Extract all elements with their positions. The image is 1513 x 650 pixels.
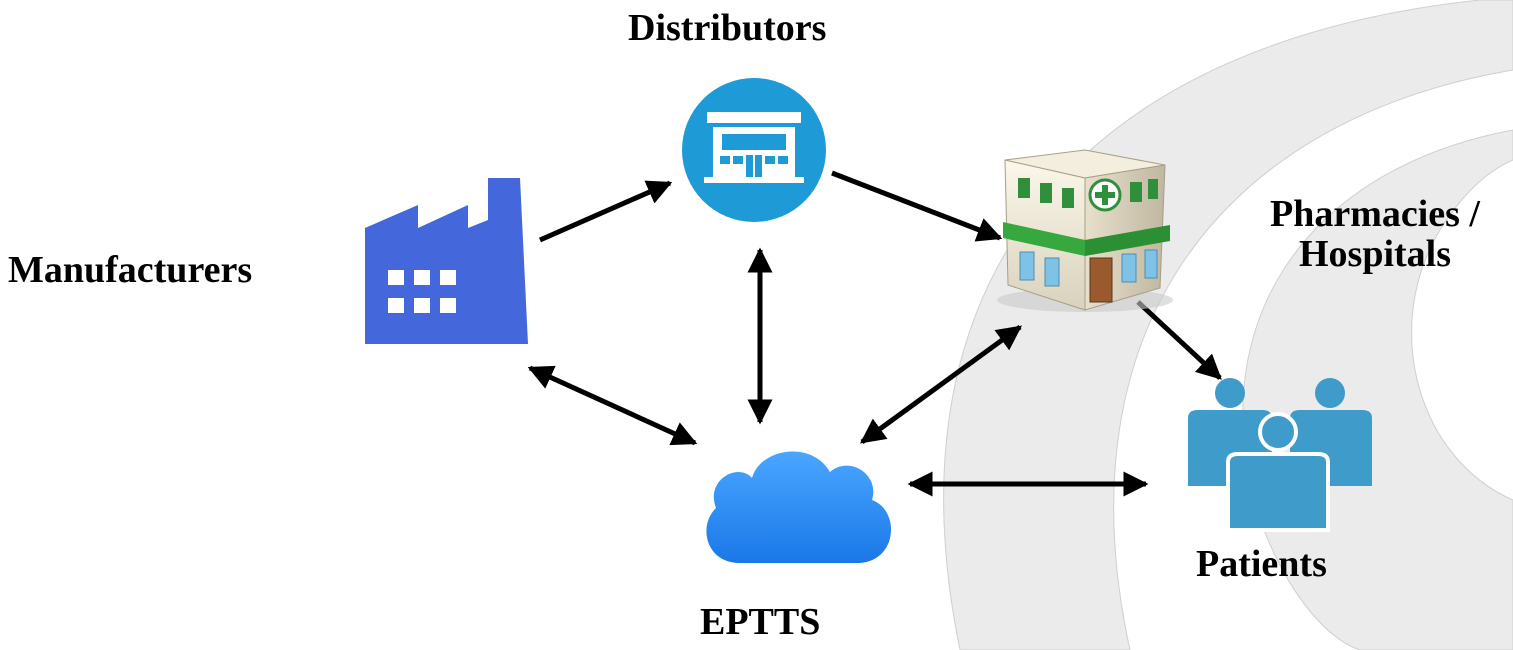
arrow-manufacturers-to-distributors <box>538 180 673 243</box>
arrows <box>527 170 1222 497</box>
pharmacies-label-line2: Hospitals <box>1298 233 1452 275</box>
arrow-manufacturers-eptts <box>527 365 698 446</box>
manufacturers-label: Manufacturers <box>8 249 253 291</box>
pharmacies-label-line1: Pharmacies / <box>1269 193 1480 235</box>
pharmacies-hospitals-label: Pharmacies / Hospitals <box>1240 194 1510 274</box>
patients-label: Patients <box>1196 543 1327 585</box>
store-icon <box>682 78 826 222</box>
arrow-pharmacies-to-patients <box>1136 300 1222 380</box>
factory-icon <box>365 178 528 344</box>
cloud-icon <box>706 451 892 563</box>
eptts-label: EPTTS <box>700 601 821 643</box>
arrow-distributors-to-pharmacies <box>831 170 1003 242</box>
people-icon <box>1188 378 1372 532</box>
pharmacy-building-icon <box>997 149 1173 312</box>
distributors-label: Distributors <box>628 7 827 49</box>
arrow-pharmacies-eptts <box>859 324 1023 445</box>
